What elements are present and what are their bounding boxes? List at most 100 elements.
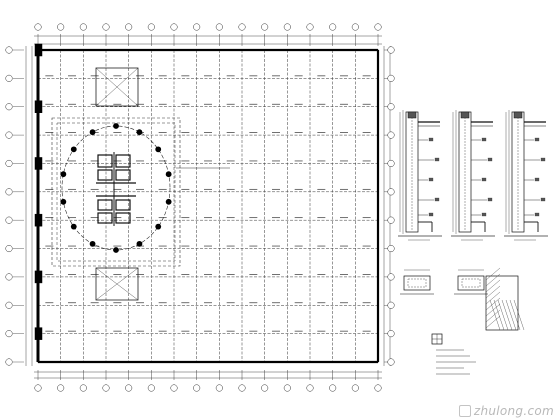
axis-bubble xyxy=(374,384,382,392)
ring-column xyxy=(155,146,162,153)
ring-column xyxy=(89,129,96,136)
wall-section-detail xyxy=(398,110,442,241)
shaft-opening xyxy=(95,67,139,107)
hatch-line xyxy=(501,299,513,331)
axis-bubble xyxy=(5,301,13,309)
wall-pier xyxy=(34,100,43,113)
axis-bubble xyxy=(193,384,201,392)
axis-bubble xyxy=(306,23,314,31)
axis-bubble xyxy=(5,244,13,253)
wall-pier xyxy=(34,213,43,227)
axis-bubble xyxy=(5,188,13,196)
axis-bubble xyxy=(5,131,13,139)
axis-bubble xyxy=(170,23,178,31)
watermark: zhulong.com xyxy=(458,404,554,418)
annotation-mark xyxy=(434,157,440,162)
axis-bubble xyxy=(238,23,246,31)
hatch-line xyxy=(485,309,501,323)
hatch-line xyxy=(505,299,517,331)
hatch-line xyxy=(493,299,505,331)
axis-bubble xyxy=(387,188,395,196)
hatch-line xyxy=(485,273,501,287)
annotation-mark xyxy=(428,212,434,217)
core-room xyxy=(115,154,131,168)
axis-bubble xyxy=(147,384,155,392)
annotation-mark xyxy=(540,197,546,202)
slab-detail-inner xyxy=(461,278,481,288)
ring-column xyxy=(70,146,77,153)
wall-cap xyxy=(460,111,470,119)
axis-bubble xyxy=(5,103,13,111)
hatch-line xyxy=(485,315,501,329)
axis-bubble xyxy=(387,216,395,224)
axis-bubble xyxy=(5,358,13,366)
wall-pier xyxy=(34,327,43,340)
axis-bubble xyxy=(283,23,291,31)
ring-column xyxy=(60,198,67,205)
hatch-line xyxy=(485,303,501,317)
axis-bubble xyxy=(374,23,382,31)
slab-detail-box xyxy=(403,275,431,291)
ring-column xyxy=(113,247,119,253)
axis-bubble xyxy=(5,273,13,281)
axis-bubble xyxy=(57,384,65,392)
axis-bubble xyxy=(79,23,87,31)
core-zone-inner xyxy=(56,122,176,262)
core-zone-outer xyxy=(51,117,181,267)
annotation-mark xyxy=(428,137,434,142)
slab-detail xyxy=(454,269,488,295)
annotation-mark xyxy=(534,177,540,182)
axis-bubble xyxy=(170,384,178,392)
annotation-mark xyxy=(534,137,540,142)
hatch-line xyxy=(485,279,501,293)
ring-column xyxy=(70,223,77,230)
ring-column xyxy=(89,240,96,247)
axis-bubble xyxy=(387,358,395,366)
annotation-mark xyxy=(481,177,487,182)
core-room xyxy=(115,169,131,181)
axis-bubble xyxy=(387,301,395,309)
core-room xyxy=(97,169,113,181)
wall-section-detail xyxy=(451,110,495,241)
axis-bubble xyxy=(387,74,395,82)
axis-bubble xyxy=(387,46,395,54)
axis-bubble xyxy=(261,384,269,392)
hatch-line xyxy=(485,297,501,311)
slab-detail-box xyxy=(457,275,485,291)
axis-bubble xyxy=(387,159,395,168)
core-room xyxy=(97,199,113,211)
ring-column xyxy=(136,240,143,247)
axis-bubble xyxy=(329,384,337,392)
axis-bubble xyxy=(147,23,155,31)
axis-bubble xyxy=(351,23,359,31)
axis-bubble xyxy=(193,23,201,31)
annotation-mark xyxy=(434,197,440,202)
shaft-cross xyxy=(95,67,139,107)
axis-bubble xyxy=(387,330,395,338)
axis-bubble xyxy=(215,384,223,392)
hatch-line xyxy=(485,291,501,305)
annotation-mark xyxy=(540,157,546,162)
axis-bubble xyxy=(387,103,395,111)
slab-outline xyxy=(37,49,379,363)
watermark-text: zhulong.com xyxy=(473,404,554,418)
ring-beam xyxy=(61,125,171,251)
hatched-footing xyxy=(485,267,525,331)
annotation-mark xyxy=(487,197,493,202)
axis-bubble xyxy=(5,159,13,168)
axis-bubble xyxy=(102,384,110,392)
axis-bubble xyxy=(57,23,65,31)
axis-bubble xyxy=(329,23,337,31)
axis-bubble xyxy=(5,74,13,82)
footing-box xyxy=(485,275,519,331)
wall-pier xyxy=(34,43,43,57)
watermark-logo-icon xyxy=(458,405,471,417)
shaft-cross xyxy=(95,267,139,301)
axis-bubble xyxy=(351,384,359,392)
ring-column xyxy=(113,123,119,129)
wall-pier xyxy=(34,270,43,284)
hatch-line xyxy=(489,299,501,331)
annotation-mark xyxy=(534,212,540,217)
wall-pier xyxy=(34,157,43,170)
core-room xyxy=(115,212,131,224)
